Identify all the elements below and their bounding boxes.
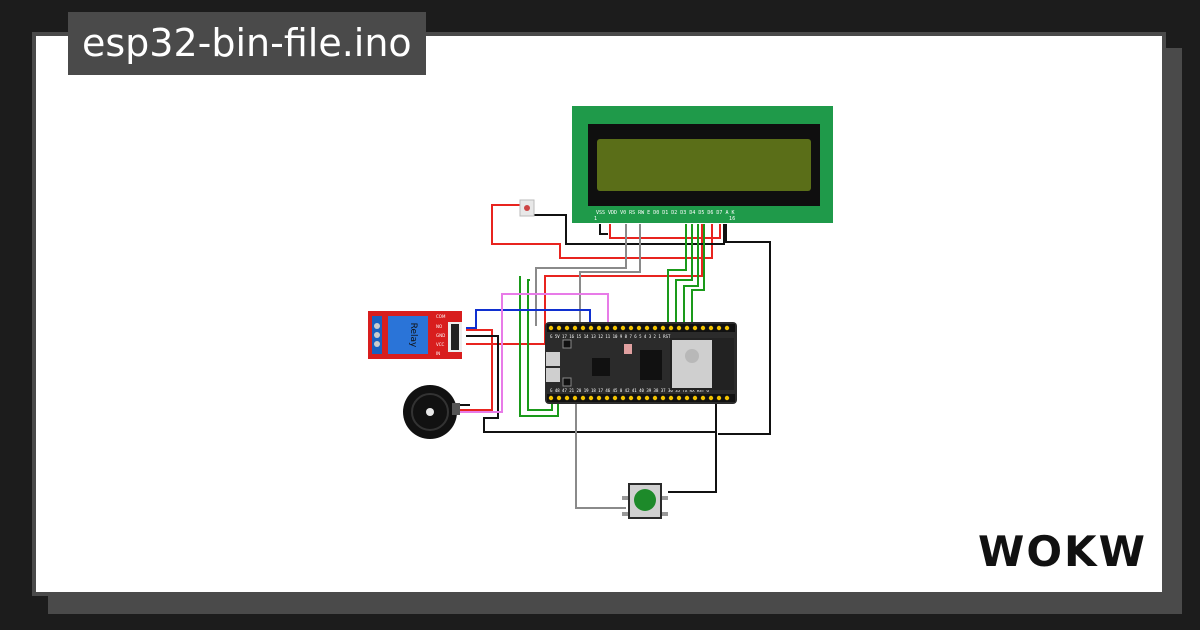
reset-button[interactable] bbox=[562, 377, 572, 387]
svg-text:G 48 47 21 20 19 18 17 46 45 0: G 48 47 21 20 19 18 17 46 45 0 42 41 40 … bbox=[550, 388, 710, 393]
wire-gray-button bbox=[575, 400, 626, 509]
wire-green-d5 bbox=[675, 224, 693, 326]
lcd-display[interactable]: VSS VDD V0 RS RW E D0 D1 D2 D3 D4 D5 D6 … bbox=[572, 106, 833, 223]
usb-port-top bbox=[546, 352, 560, 366]
wire-green-d7 bbox=[691, 224, 705, 326]
svg-text:VCC: VCC bbox=[436, 342, 445, 347]
logo-text: WOKWI bbox=[978, 527, 1146, 576]
wire-pink-buzzer bbox=[458, 293, 609, 413]
esp32-top-header: G 5V 17 16 15 14 13 12 11 10 9 8 7 6 5 4… bbox=[547, 324, 735, 339]
wire-blue-relay-in bbox=[466, 309, 591, 329]
wire-black-lcd-k bbox=[718, 224, 771, 435]
relay-label: Relay bbox=[408, 323, 418, 348]
project-title: esp32-bin-file.ino bbox=[68, 12, 426, 75]
wire-green-left2 bbox=[519, 276, 559, 417]
lcd-pin-last: 16 bbox=[729, 216, 735, 222]
wire-green-d4 bbox=[667, 224, 687, 326]
wire-black-lcd-gnd bbox=[599, 224, 608, 235]
wire-black-ldr bbox=[534, 214, 725, 245]
wire-black-button bbox=[668, 432, 717, 493]
buzzer[interactable] bbox=[403, 385, 460, 439]
svg-text:COM: COM bbox=[436, 314, 446, 319]
wire-gray-lcd-rs bbox=[535, 224, 627, 326]
svg-text:NO: NO bbox=[436, 324, 442, 329]
wokwi-logo: WOKWI bbox=[978, 527, 1146, 576]
push-button[interactable] bbox=[622, 483, 668, 519]
boot-button[interactable] bbox=[562, 339, 572, 349]
button-cap[interactable] bbox=[634, 489, 656, 511]
wires bbox=[458, 204, 771, 509]
wire-green-left bbox=[527, 279, 553, 411]
wire-red-relay-vcc bbox=[466, 224, 703, 345]
usb-chip bbox=[592, 358, 610, 376]
relay-module[interactable]: Relay COM NO GND VCC IN bbox=[368, 311, 462, 359]
svg-text:IN: IN bbox=[436, 351, 440, 356]
esp32-bottom-header: G 48 47 21 20 19 18 17 46 45 0 42 41 40 … bbox=[547, 388, 735, 402]
svg-text:VSS VDD V0 RS RW E D0 D1 D2 D3: VSS VDD V0 RS RW E D0 D1 D2 D3 D4 D5 D6 … bbox=[596, 210, 734, 216]
wire-green-d6 bbox=[683, 224, 699, 326]
lcd-pin-first: 1 bbox=[594, 216, 597, 222]
usb-port-bottom bbox=[546, 368, 560, 382]
wire-red-lcd-vdd bbox=[609, 224, 721, 239]
photoresistor[interactable] bbox=[519, 199, 535, 217]
wire-red-ldr bbox=[491, 204, 713, 259]
svg-text:GND: GND bbox=[436, 333, 445, 338]
lcd-pin-header: VSS VDD V0 RS RW E D0 D1 D2 D3 D4 D5 D6 … bbox=[594, 210, 735, 222]
wire-gray-lcd-e bbox=[579, 224, 641, 326]
svg-text:G 5V 17 16 15 14 13 12 11 10 9: G 5V 17 16 15 14 13 12 11 10 9 8 7 6 5 4… bbox=[550, 334, 671, 339]
esp32-devkit[interactable]: G 5V 17 16 15 14 13 12 11 10 9 8 7 6 5 4… bbox=[545, 322, 737, 404]
regulator-chip bbox=[640, 350, 662, 380]
led-indicator bbox=[624, 344, 632, 354]
wire-red-buzzer bbox=[458, 329, 493, 411]
